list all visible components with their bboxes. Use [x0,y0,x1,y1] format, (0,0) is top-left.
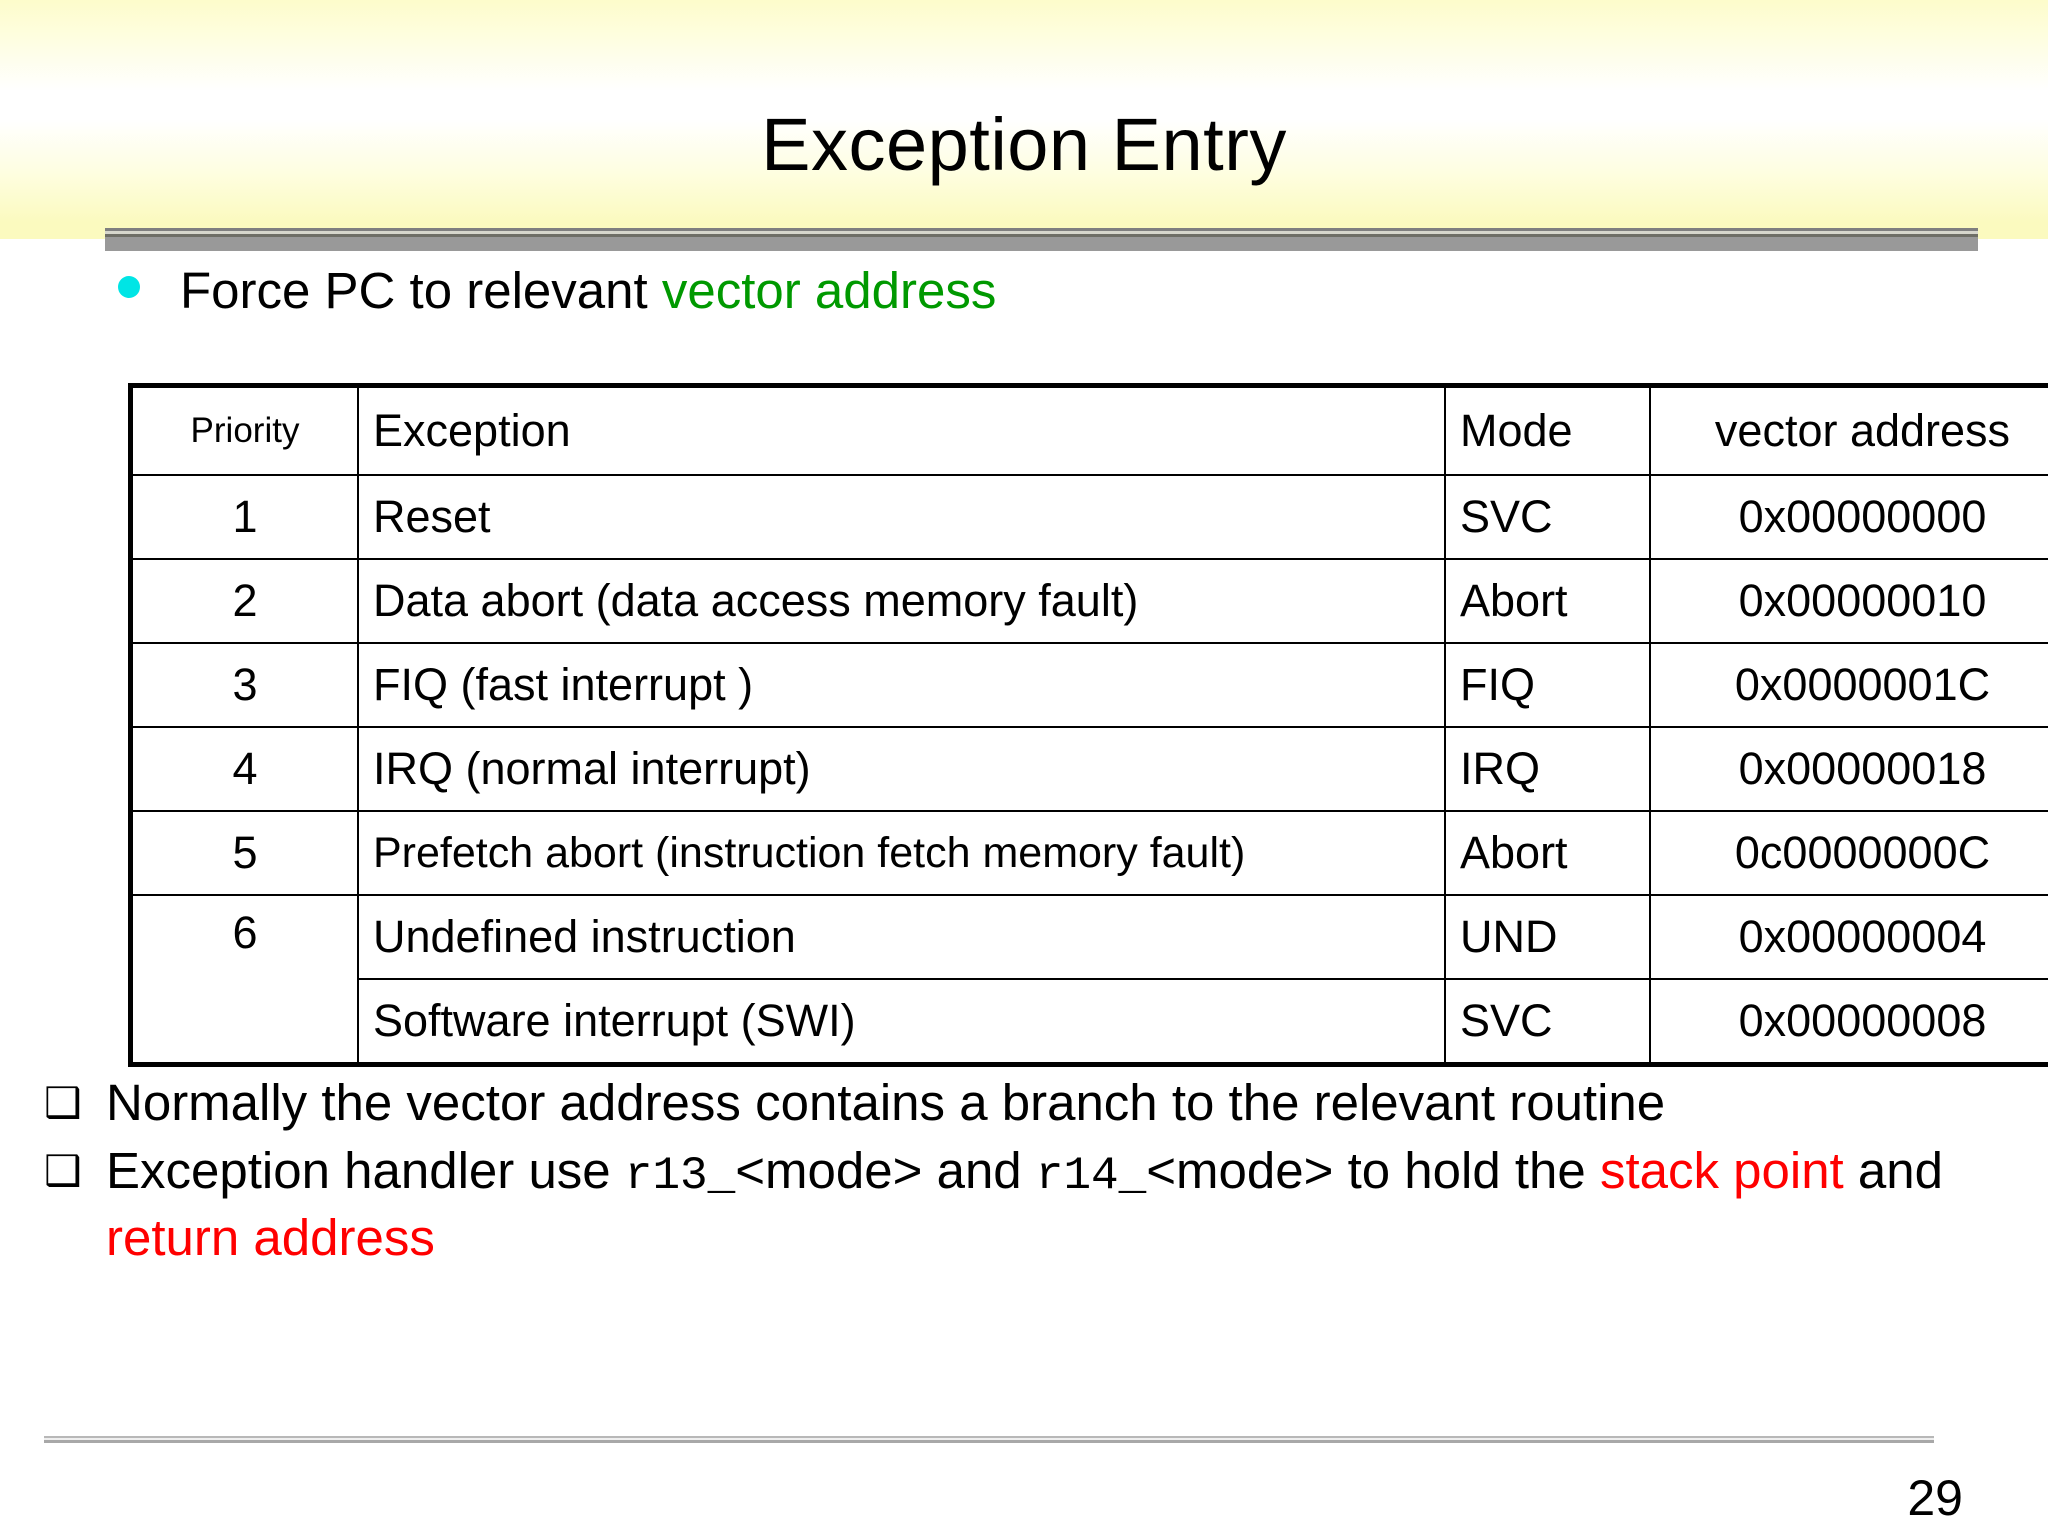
cell-mode: FIQ [1444,642,1651,728]
footer-divider-line-3 [44,1440,1934,1443]
cell-priority: 6 [129,894,359,1066]
cell-vector-address: 0x00000010 [1649,558,2048,644]
cell-exception: Software interrupt (SWI) [357,978,1446,1066]
handler-text-part3: <mode> to hold the [1146,1142,1600,1199]
bullet-text-normally: Normally the vector address contains a b… [106,1074,1666,1131]
list-item: ❑ Normally the vector address contains a… [44,1072,2034,1134]
table-row: Software interrupt (SWI) SVC 0x00000008 [131,978,2048,1066]
cell-mode: SVC [1444,978,1651,1066]
handler-highlight-return-address: return address [106,1209,435,1266]
bullet-text-exception-handler: Exception handler use r13_<mode> and r14… [106,1140,2034,1269]
cell-vector-address: 0x00000004 [1649,894,2048,980]
bottom-bullet-list: ❑ Normally the vector address contains a… [44,1072,2034,1275]
footer-divider-line-2 [44,1438,1934,1440]
cell-vector-address: 0x00000008 [1649,978,2048,1066]
register-r14-label: r14_ [1035,1150,1147,1202]
table-row: 5 Prefetch abort (instruction fetch memo… [129,810,2048,896]
header-divider-line-dark [105,234,1978,237]
table-row: 1 Reset SVC 0x00000000 [129,474,2048,560]
column-header-priority: Priority [129,384,359,476]
slide-header-band [0,0,2048,239]
header-divider-bar [105,237,1978,251]
handler-highlight-stack-point: stack point [1599,1142,1844,1199]
cell-mode: IRQ [1444,726,1651,812]
footer-divider-line-1 [44,1436,1934,1438]
exception-vector-table: Priority Exception Mode vector address 1… [128,383,2048,1067]
exception-vector-table-container: Priority Exception Mode vector address 1… [128,383,2048,1067]
cell-exception: FIQ (fast interrupt ) [357,642,1446,728]
table-row: 3 FIQ (fast interrupt ) FIQ 0x0000001C [129,642,2048,728]
table-header-row: Priority Exception Mode vector address [129,384,2048,476]
top-bullet-text-highlight: vector address [661,262,997,319]
cell-vector-address: 0x00000018 [1649,726,2048,812]
column-header-vector-address: vector address [1649,384,2048,476]
cell-mode: SVC [1444,474,1651,560]
table-row: 6 Undefined instruction UND 0x00000004 [129,894,2048,1066]
table-row: 4 IRQ (normal interrupt) IRQ 0x00000018 [129,726,2048,812]
cell-vector-address: 0x0000001C [1649,642,2048,728]
top-bullet-text-plain: Force PC to relevant [180,262,662,319]
cell-vector-address: 0x00000000 [1649,474,2048,560]
header-divider-line-top [105,228,1978,231]
circle-bullet-icon [118,276,140,298]
page-number: 29 [1907,1470,1963,1526]
footer-divider [44,1436,1934,1443]
register-r13-label: r13_ [624,1150,736,1202]
hollow-square-bullet-icon: ❑ [44,1078,82,1127]
cell-priority: 2 [129,558,359,644]
top-bullet-line: Force PC to relevant vector address [118,262,996,320]
cell-exception: Data abort (data access memory fault) [357,558,1446,644]
cell-mode: UND [1444,894,1651,980]
handler-text-part1: Exception handler use [106,1142,625,1199]
cell-mode: Abort [1444,558,1651,644]
cell-exception: Reset [357,474,1446,560]
list-item: ❑ Exception handler use r13_<mode> and r… [44,1140,2034,1269]
page-title: Exception Entry [761,103,1287,186]
cell-priority: 5 [129,810,359,896]
cell-exception: IRQ (normal interrupt) [357,726,1446,812]
cell-exception: Undefined instruction [357,894,1446,980]
cell-priority: 4 [129,726,359,812]
column-header-exception: Exception [357,384,1446,476]
table-row: 2 Data abort (data access memory fault) … [129,558,2048,644]
cell-mode: Abort [1444,810,1651,896]
cell-priority: 1 [129,474,359,560]
cell-priority: 3 [129,642,359,728]
handler-text-part2: <mode> and [735,1142,1036,1199]
header-divider [105,228,1978,251]
cell-exception: Prefetch abort (instruction fetch memory… [357,810,1446,896]
handler-text-part4: and [1843,1142,1943,1199]
column-header-mode: Mode [1444,384,1651,476]
hollow-square-bullet-icon: ❑ [44,1146,82,1195]
top-bullet-text: Force PC to relevant vector address [180,262,996,320]
header-divider-line-light [105,231,1978,234]
cell-vector-address: 0c0000000C [1649,810,2048,896]
